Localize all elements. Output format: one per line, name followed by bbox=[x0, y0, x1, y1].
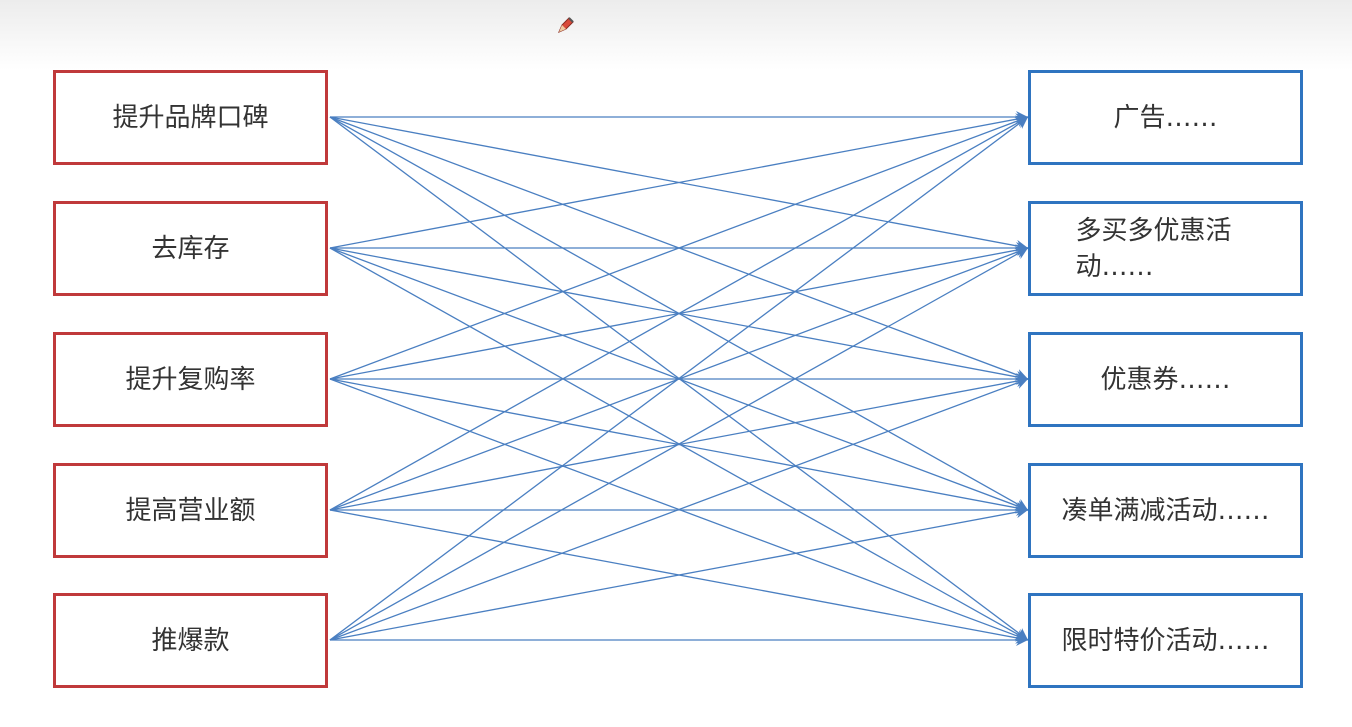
tactic-box-spend-threshold-discount[interactable]: 凑单满减活动…… bbox=[1028, 463, 1303, 558]
goal-label: 去库存 bbox=[151, 233, 230, 264]
link-goal-3-to-tactic-0 bbox=[329, 116, 1029, 511]
tactic-label: 凑单满减活动…… bbox=[1061, 495, 1270, 526]
goal-label: 提高营业额 bbox=[125, 495, 256, 526]
link-goal-4-to-tactic-3 bbox=[329, 506, 1029, 641]
tactic-label: 优惠券…… bbox=[1100, 364, 1231, 395]
goal-box-brand-reputation[interactable]: 提升品牌口碑 bbox=[53, 70, 328, 165]
tactic-label: 多买多优惠活动…… bbox=[1075, 215, 1232, 282]
goal-label: 提升复购率 bbox=[125, 364, 256, 395]
goal-box-increase-revenue[interactable]: 提高营业额 bbox=[53, 463, 328, 558]
pen-icon[interactable] bbox=[556, 15, 576, 35]
tactic-box-flash-sale[interactable]: 限时特价活动…… bbox=[1028, 593, 1303, 688]
goal-box-promote-bestseller[interactable]: 推爆款 bbox=[53, 593, 328, 688]
tactic-label: 限时特价活动…… bbox=[1061, 625, 1270, 656]
tactic-box-bulk-discount[interactable]: 多买多优惠活动…… bbox=[1028, 201, 1303, 296]
link-goal-2-to-tactic-0 bbox=[329, 115, 1029, 380]
tactic-box-coupon[interactable]: 优惠券…… bbox=[1028, 332, 1303, 427]
tactic-label: 广告…… bbox=[1113, 102, 1218, 133]
goal-box-repurchase-rate[interactable]: 提升复购率 bbox=[53, 332, 328, 427]
goal-label: 提升品牌口碑 bbox=[112, 102, 269, 133]
goal-label: 推爆款 bbox=[151, 625, 230, 656]
link-goal-1-to-tactic-0 bbox=[329, 113, 1029, 249]
link-goal-4-to-tactic-1 bbox=[329, 247, 1029, 641]
goal-box-clear-inventory[interactable]: 去库存 bbox=[53, 201, 328, 296]
link-goal-4-to-tactic-0 bbox=[329, 116, 1029, 641]
link-goal-4-to-tactic-2 bbox=[329, 377, 1029, 641]
tactic-box-advertising[interactable]: 广告…… bbox=[1028, 70, 1303, 165]
